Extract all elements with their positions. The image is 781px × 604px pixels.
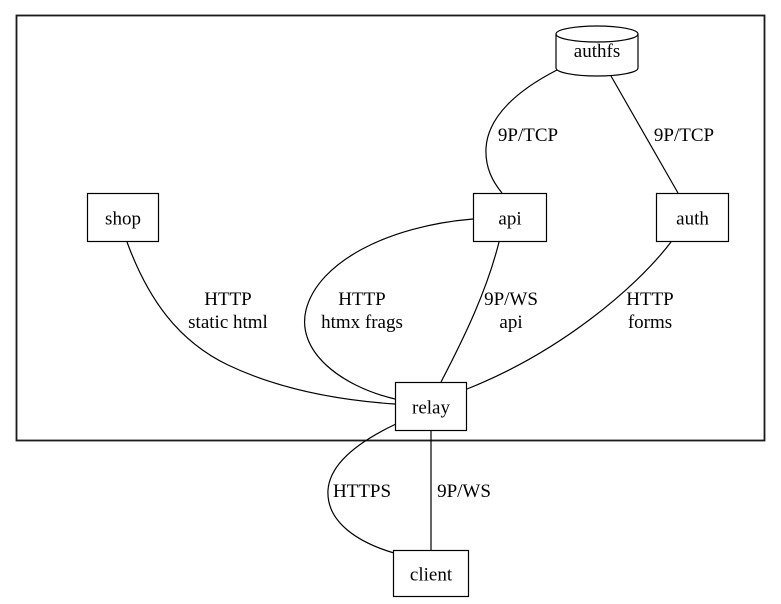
edge-api-relay-http: [304, 218, 474, 400]
node-relay-box: [394, 381, 468, 432]
database-cylinder-rim: [555, 33, 639, 43]
node-client-label: client: [410, 565, 453, 586]
node-api-label: api: [498, 209, 521, 230]
edge-label-authfs-auth: 9P/TCP: [654, 125, 714, 146]
node-authfs: authfs: [555, 25, 639, 77]
edge-label-api-relay-ws: 9P/WS api: [484, 289, 538, 333]
edge-label-api-relay-http-line1: HTTP: [338, 289, 386, 310]
edge-label-api-relay-ws-line1: 9P/WS: [484, 289, 538, 310]
node-client: client: [392, 549, 470, 598]
node-relay-label: relay: [412, 398, 450, 419]
database-cylinder-icon: [555, 25, 639, 77]
edge-label-relay-client-https: HTTPS: [333, 481, 391, 502]
edge-label-shop-relay-line1: HTTP: [204, 289, 252, 310]
edge-label-shop-relay-line2: static html: [188, 312, 268, 333]
node-api-box: [472, 192, 548, 243]
node-api: api: [472, 192, 548, 243]
edge-label-auth-relay-line2: forms: [628, 312, 672, 333]
edge-label-shop-relay: HTTP static html: [188, 289, 268, 333]
edge-label-auth-relay-line1: HTTP: [626, 289, 674, 310]
node-auth-label: auth: [676, 209, 709, 230]
edge-label-authfs-api: 9P/TCP: [498, 125, 558, 146]
node-relay: relay: [394, 381, 468, 432]
node-shop-box: [86, 192, 160, 243]
edge-auth-relay: [466, 241, 672, 390]
node-shop: shop: [86, 192, 160, 243]
edge-shop-relay: [126, 241, 396, 405]
node-auth-box: [655, 192, 730, 243]
cluster-boundary-rect: [15, 14, 766, 442]
node-auth: auth: [655, 192, 730, 243]
edge-api-relay-ws: [440, 241, 500, 383]
edge-label-api-relay-ws-line2: api: [499, 312, 522, 333]
edge-label-api-relay-http: HTTP htmx frags: [321, 289, 403, 333]
node-client-box: [392, 549, 470, 598]
edge-label-api-relay-http-line2: htmx frags: [321, 312, 403, 333]
edge-relay-client-https: [327, 423, 397, 554]
edge-label-auth-relay: HTTP forms: [626, 289, 674, 333]
edge-authfs-api: [485, 69, 558, 194]
node-shop-label: shop: [105, 209, 141, 230]
edge-label-relay-client-ws: 9P/WS: [437, 481, 491, 502]
edge-authfs-auth: [610, 75, 679, 194]
node-authfs-label: authfs: [574, 41, 620, 62]
